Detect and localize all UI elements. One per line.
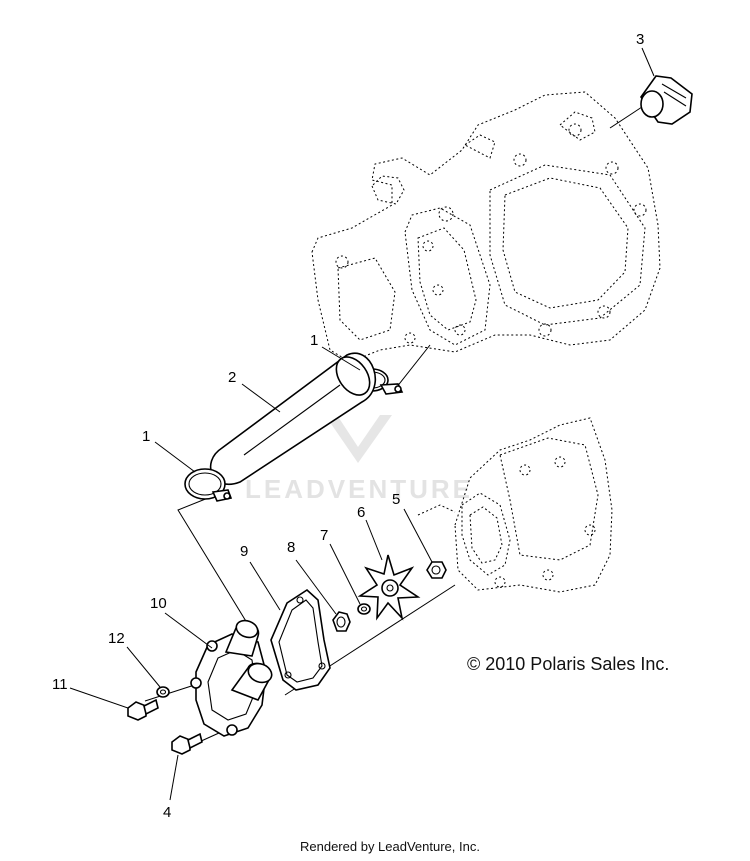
callout-leaders — [69, 47, 655, 801]
callout-7: 7 — [320, 527, 328, 544]
callout-9: 9 — [240, 543, 248, 560]
callout-5: 5 — [392, 491, 400, 508]
footer-credit: Rendered by LeadVenture, Inc. — [300, 839, 480, 854]
callout-11: 11 — [52, 676, 68, 693]
part-11-bolt[interactable] — [127, 698, 159, 721]
callout-3: 3 — [636, 31, 644, 48]
callout-1-lower: 1 — [142, 428, 150, 445]
part-6-impeller[interactable] — [357, 554, 421, 621]
callout-2: 2 — [228, 369, 236, 386]
leadventure-watermark: LEADVENTURE — [245, 415, 473, 504]
crankcase-outline — [417, 417, 613, 593]
copyright-notice: © 2010 Polaris Sales Inc. — [467, 654, 669, 674]
part-2-hose[interactable] — [209, 351, 377, 485]
callout-labels: 3 1 2 1 5 6 7 8 9 10 12 11 4 — [52, 31, 644, 821]
part-4-bolt[interactable] — [171, 732, 203, 755]
callout-12: 12 — [108, 630, 125, 647]
cylinder-head-outline — [311, 91, 661, 363]
part-10-pump-cover[interactable] — [190, 618, 274, 737]
callout-8: 8 — [287, 539, 295, 556]
callout-6: 6 — [357, 504, 365, 521]
part-12-washer[interactable] — [156, 686, 170, 698]
callout-1-upper: 1 — [310, 332, 318, 349]
part-1-clamp-lower[interactable] — [184, 468, 233, 502]
part-7-washer[interactable] — [357, 603, 371, 615]
svg-text:LEADVENTURE: LEADVENTURE — [245, 474, 473, 504]
part-3-plug[interactable] — [640, 75, 693, 125]
part-5-nut[interactable] — [426, 561, 447, 579]
callout-10: 10 — [150, 595, 167, 612]
callout-4: 4 — [163, 804, 171, 821]
part-8-seal[interactable] — [332, 611, 351, 632]
part-9-gasket[interactable] — [270, 588, 331, 691]
